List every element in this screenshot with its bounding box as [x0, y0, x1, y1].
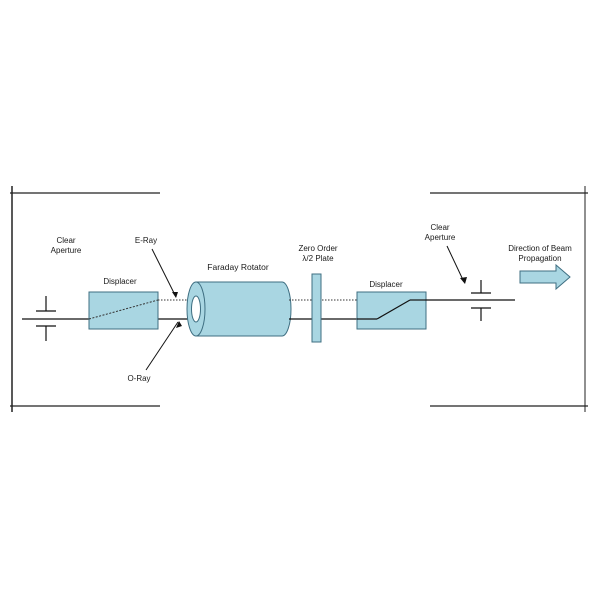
direction-label-2: Propagation: [518, 254, 561, 263]
o-ray-pointer: [145, 321, 179, 371]
displacer-right-label: Displacer: [369, 280, 403, 289]
faraday-rotator-bore: [191, 295, 201, 323]
clear-aperture-left-label-2: Aperture: [51, 246, 82, 255]
beam-combine-path: [376, 299, 411, 320]
clear-aperture-right: [471, 280, 491, 321]
clear-aperture-right-label-1: Clear: [430, 223, 449, 232]
clear-aperture-right-label-2: Aperture: [425, 233, 456, 242]
o-ray-label: O-Ray: [127, 374, 150, 383]
zero-order-label-1: Zero Order: [298, 244, 337, 253]
faraday-rotator: [186, 281, 292, 337]
e-ray-label: E-Ray: [135, 236, 157, 245]
o-ray-pointer-arrow: [176, 321, 182, 328]
displacer-left-label: Displacer: [103, 277, 137, 286]
direction-label-1: Direction of Beam: [508, 244, 572, 253]
clear-aperture-left-label-1: Clear: [56, 236, 75, 245]
faraday-rotator-body: [195, 281, 292, 337]
aperture-right-pointer-arrow: [460, 277, 467, 284]
e-ray-pointer-arrow: [172, 292, 178, 298]
displacer-left: [88, 291, 159, 330]
e-ray-path-displacer-left: [88, 299, 159, 320]
zero-order-label-2: λ/2 Plate: [302, 254, 334, 263]
diagram-frame: [10, 186, 588, 412]
faraday-rotator-label: Faraday Rotator: [207, 262, 269, 272]
clear-aperture-left: [36, 296, 56, 341]
e-ray-pointer: [151, 248, 177, 298]
half-wave-plate: [311, 273, 322, 343]
propagation-arrow-icon: [519, 263, 571, 291]
aperture-right-pointer: [446, 245, 465, 283]
